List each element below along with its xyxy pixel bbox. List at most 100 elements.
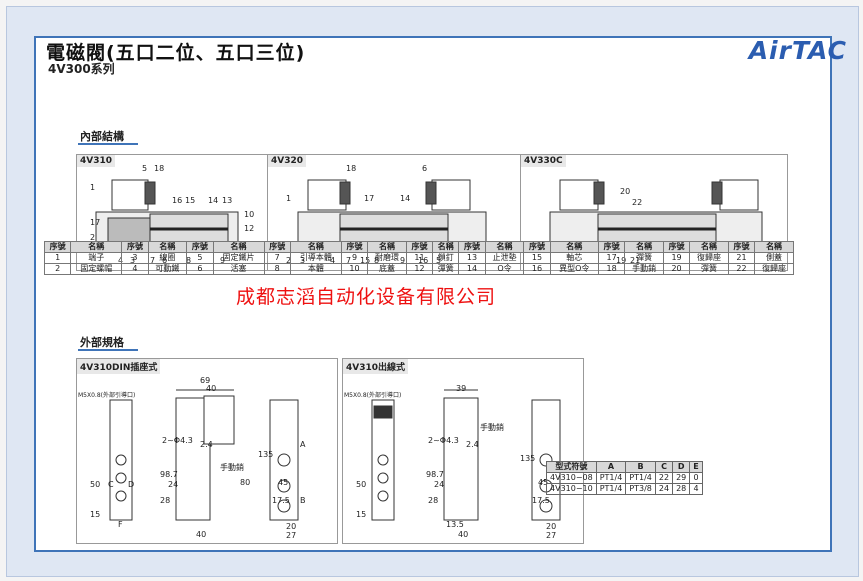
dim-label: 40 <box>206 384 217 393</box>
table-cell: 10 <box>340 263 369 275</box>
callout: 12 <box>244 224 255 233</box>
table-cell: 本體 <box>289 263 342 275</box>
port-label: F <box>118 520 123 529</box>
dim-label: 40 <box>196 530 207 539</box>
port-label: D <box>128 480 135 489</box>
table-cell: 29 <box>672 472 691 484</box>
table-header-cell: 名稱 <box>624 241 664 253</box>
callout: 1 <box>286 194 292 203</box>
model-tag: 4V330C <box>521 155 566 167</box>
dim-label: 17.5 <box>272 496 290 505</box>
model-tag: 4V310 <box>77 155 116 167</box>
dim-label: 2.4 <box>466 440 479 449</box>
table-cell: 14 <box>458 263 486 275</box>
dim-label: 24 <box>434 480 445 489</box>
series-label: 4V300系列 <box>48 62 115 76</box>
table-cell: 彈簧 <box>432 263 460 275</box>
dim-label: 50 <box>356 480 367 489</box>
callout: 5 <box>142 164 148 173</box>
dim-label: 40 <box>458 530 469 539</box>
model-tag: 4V310出線式 <box>343 359 409 374</box>
manual-pin-label: 手動銷 <box>480 423 504 432</box>
table-cell: 28 <box>672 483 691 495</box>
callout: 10 <box>244 210 255 219</box>
port-label: B <box>300 496 306 505</box>
manual-pin-label: 手動銷 <box>220 463 244 472</box>
table-cell: 2 <box>43 263 72 275</box>
table-cell: 12 <box>405 263 434 275</box>
callout: 20 <box>620 187 631 196</box>
section-underline <box>78 143 138 145</box>
section-underline <box>78 349 138 351</box>
callout: 18 <box>154 164 165 173</box>
model-tag: 4V310DIN插座式 <box>77 359 161 374</box>
parts-table: 序號名稱序號名稱序號名稱序號名稱序號名稱序號名稱序號名稱序號名稱序號名稱序號名稱… <box>43 241 794 275</box>
page-title: 電磁閥(五口二位、五口三位) <box>46 42 306 64</box>
table-cell: 0 <box>689 472 703 484</box>
dim-label: 39 <box>456 384 467 393</box>
port-label: C <box>108 480 114 489</box>
dim-label: 135 <box>520 454 536 463</box>
table-cell: 16 <box>523 263 551 275</box>
dim-label: 28 <box>160 496 171 505</box>
dim-label: 2~Φ4.3 <box>428 436 459 445</box>
table-cell: 4V310−10 <box>546 483 597 495</box>
table-header-cell: 序號 <box>186 241 214 253</box>
table-cell: 22 <box>654 472 674 484</box>
table-cell: PT1/4 <box>595 483 627 495</box>
brand-logo: AirTAC <box>748 36 847 65</box>
dim-label: 17.5 <box>532 496 550 505</box>
dim-label: 69 <box>200 376 211 385</box>
dim-label: 80 <box>240 478 251 487</box>
table-cell: 8 <box>263 263 291 275</box>
callout: 6 <box>422 164 428 173</box>
dim-label: 15 <box>90 510 101 519</box>
dim-label: 27 <box>546 531 557 540</box>
callout: 14 <box>400 194 411 203</box>
table-cell: 6 <box>186 263 214 275</box>
callout: 14 <box>208 196 219 205</box>
table-cell: 4 <box>121 263 149 275</box>
callout: 16 <box>172 196 183 205</box>
dim-label: 135 <box>258 450 274 459</box>
table-cell: PT1/4 <box>625 472 656 484</box>
dim-label: 28 <box>428 496 439 505</box>
dim-label: 2~Φ4.3 <box>162 436 193 445</box>
table-header-cell: E <box>689 461 703 473</box>
dim-label: 20 <box>546 522 557 531</box>
company-watermark: 成都志滔自动化设备有限公司 <box>236 286 497 308</box>
callout: 1 <box>90 183 96 192</box>
callout: 2 <box>90 233 96 242</box>
dim-label: 98.7 <box>426 470 444 479</box>
table-cell: 22 <box>727 263 756 275</box>
callout: 22 <box>632 198 643 207</box>
table-header-cell: 型式符號 <box>546 461 597 473</box>
vent-label: M5X0.8(外部引導口) <box>344 392 402 399</box>
table-cell: 4 <box>689 483 703 495</box>
table-cell: 18 <box>597 263 626 275</box>
table-header-cell: C <box>654 461 674 473</box>
model-tag: 4V320 <box>268 155 307 167</box>
dim-label: 13.5 <box>446 520 464 529</box>
section-external-title: 外部規格 <box>80 336 124 349</box>
dim-label: 2.4 <box>200 440 213 449</box>
table-cell: 復歸座 <box>754 263 794 275</box>
callout: 18 <box>346 164 357 173</box>
callout: 17 <box>90 218 101 227</box>
table-cell: PT1/4 <box>595 472 627 484</box>
port-label: A <box>300 440 306 449</box>
table-cell: PT3/8 <box>625 483 656 495</box>
dim-label: 27 <box>286 531 297 540</box>
dim-label: 50 <box>90 480 101 489</box>
table-header-cell: B <box>625 461 656 473</box>
callout: 13 <box>222 196 233 205</box>
table-cell: 24 <box>654 483 674 495</box>
table-cell: 20 <box>662 263 691 275</box>
